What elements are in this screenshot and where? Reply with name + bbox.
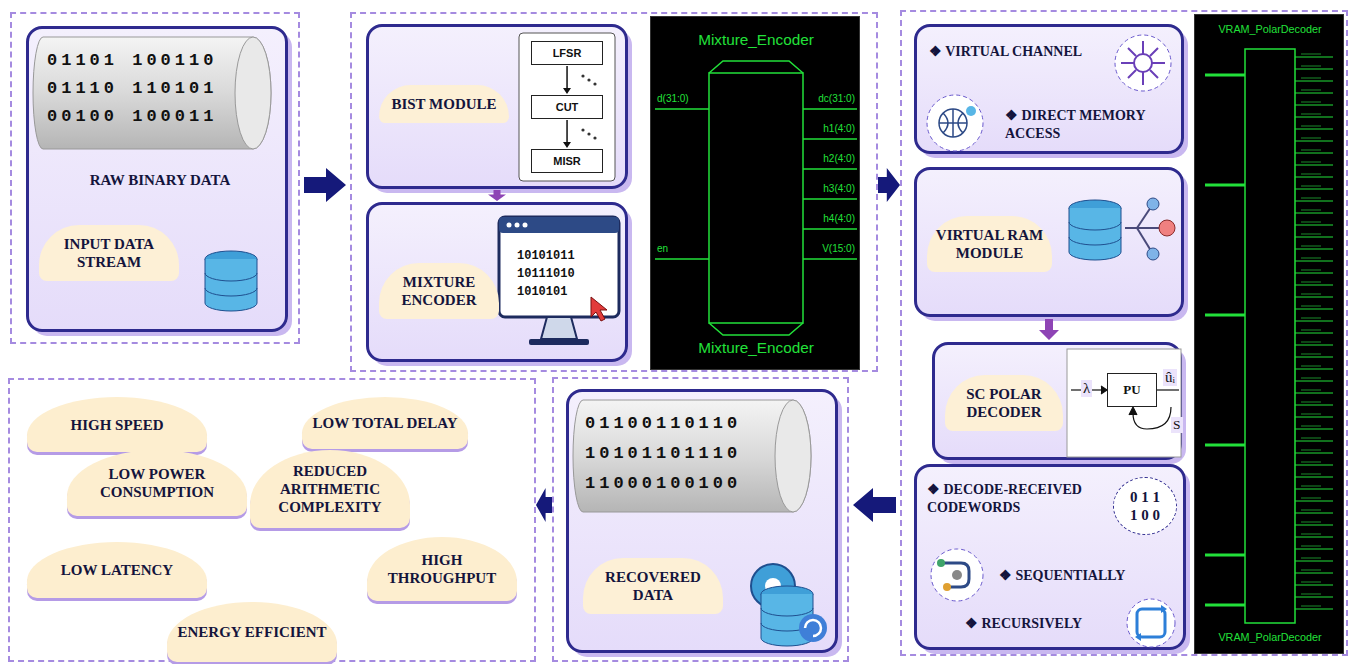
flow-arrow — [853, 488, 896, 522]
node-text: LOW POWER CONSUMPTION — [77, 465, 237, 501]
label-text: h4(4:0) — [801, 213, 855, 224]
node-text: Mixture_Encoder — [651, 31, 861, 49]
label-text: 10111010 — [517, 267, 575, 281]
label-text: h1(4:0) — [801, 123, 855, 134]
module-card: ❖ DECODE-RECEIVED CODEWORDS ❖ SEQUENTIALL… — [914, 464, 1186, 650]
label-text: V(15:0) — [801, 243, 855, 254]
node-text: 01110 110101 — [47, 79, 267, 98]
node-text: ❖ RECURSIVELY — [965, 615, 1115, 633]
node-text: 01101 100110 — [47, 51, 267, 70]
illustration — [651, 17, 861, 371]
node-text: 00100 100011 — [47, 107, 267, 126]
label-text: en — [657, 243, 668, 254]
stage-panel: 01100110110 10101101110 11000100100RECOVER… — [552, 377, 849, 662]
node-text: HIGH SPEED — [71, 416, 164, 434]
label-text: d(31:0) — [657, 93, 689, 104]
module-card: 01100110110 10101101110 11000100100RECOVER… — [566, 389, 838, 653]
register-box: MISR — [531, 149, 603, 173]
processing-unit-box: PU — [1107, 373, 1157, 407]
node-text: ❖ DIRECT MEMORY ACCESS — [1005, 107, 1177, 142]
node-text: LOW TOTAL DELAY — [312, 414, 457, 432]
flow-arrow — [563, 120, 571, 148]
flow-arrow — [536, 488, 552, 522]
node-text: RAW BINARY DATA — [49, 171, 271, 189]
node-text: 10101101110 — [585, 444, 805, 463]
stage-panel: 01101 100110 01110 110101 00100 100011RAW … — [10, 12, 300, 344]
register-box: CUT — [531, 95, 603, 119]
node-text: Mixture_Encoder — [651, 339, 861, 357]
codeword-circle: 0 1 11 0 0 — [1113, 477, 1177, 535]
module-card: 01101 100110 01110 110101 00100 100011RAW … — [26, 26, 288, 332]
flow-arrow — [563, 66, 571, 94]
node-text: VRAM_PolarDecoder — [1195, 23, 1345, 35]
label-text: 10101011 — [517, 249, 575, 263]
stage-panel: ❖ VIRTUAL CHANNEL ❖ DIRECT MEMORY ACCESS V… — [900, 10, 1348, 656]
node-text: 1 0 0 — [1130, 506, 1160, 524]
label-text: S — [1171, 417, 1183, 433]
register-box: LFSR — [531, 41, 603, 65]
stage-panel: BIST MODULE LFSR CUT MISR MIXTURE ENCODER 101… — [350, 12, 878, 372]
result-bubble: REDUCED ARITHMETIC COMPLEXITY — [250, 450, 410, 528]
node-text: LFSR — [553, 47, 582, 59]
flow-arrow — [878, 168, 900, 202]
result-bubble: LOW POWER CONSUMPTION — [67, 450, 247, 516]
result-bubble: HIGH THROUGHPUT — [367, 537, 517, 601]
module-card: ❖ VIRTUAL CHANNEL ❖ DIRECT MEMORY ACCESS — [914, 24, 1184, 154]
node-text: PU — [1123, 382, 1140, 398]
schematic-block: VRAM_PolarDecoderVRAM_PolarDecoder — [1194, 14, 1344, 654]
node-text: INPUT DATA STREAM — [39, 225, 179, 281]
node-text: BIST MODULE — [379, 85, 509, 123]
node-text: ❖ VIRTUAL CHANNEL — [929, 43, 1104, 61]
stage-panel: HIGH SPEED LOW TOTAL DELAY LOW POWER CONSU… — [8, 378, 536, 662]
node-text: CUT — [556, 101, 579, 113]
node-text: ❖ DECODE-RECEIVED CODEWORDS — [927, 481, 1107, 516]
module-card: BIST MODULE LFSR CUT MISR — [366, 24, 628, 189]
label-text: ûᵢ — [1163, 369, 1177, 386]
schematic-block: Mixture_EncoderMixture_Encoderd(31:0)end… — [650, 16, 860, 370]
label-text: h2(4:0) — [801, 153, 855, 164]
node-text: SC POLAR DECODER — [945, 375, 1063, 431]
label-text: λ — [1081, 380, 1092, 397]
label-text: h3(4:0) — [801, 183, 855, 194]
result-bubble: ENERGY EFFICIENT — [167, 602, 337, 662]
node-text: VRAM_PolarDecoder — [1195, 631, 1345, 643]
result-bubble: LOW TOTAL DELAY — [302, 397, 468, 449]
node-text: RECOVERED DATA — [583, 558, 723, 614]
node-text: 0 1 1 — [1130, 488, 1160, 506]
module-card: SC POLAR DECODER PU λ ûᵢS — [932, 342, 1182, 460]
node-text: ENERGY EFFICIENT — [177, 623, 326, 641]
module-card: VIRTUAL RAM MODULE — [914, 167, 1184, 317]
node-text: ❖ SEQUENTIALLY — [999, 567, 1179, 585]
result-bubble: HIGH SPEED — [27, 397, 207, 452]
flow-arrow — [488, 190, 506, 201]
module-card: MIXTURE ENCODER 10101011 10111010 1010101 — [366, 202, 628, 362]
node-text: MIXTURE ENCODER — [379, 263, 499, 319]
node-text: LOW LATENCY — [61, 561, 173, 579]
flow-arrow — [1039, 319, 1059, 340]
label-text: dc(31:0) — [801, 93, 855, 104]
result-bubble: LOW LATENCY — [27, 542, 207, 598]
node-text: 11000100100 — [585, 474, 805, 493]
node-text: 01100110110 — [585, 414, 805, 433]
flow-arrow — [304, 168, 346, 202]
node-text: VIRTUAL RAM MODULE — [927, 216, 1052, 272]
label-text: 1010101 — [517, 285, 567, 299]
node-text: HIGH THROUGHPUT — [377, 551, 507, 587]
illustration — [1195, 15, 1345, 655]
node-text: MISR — [553, 155, 581, 167]
node-text: REDUCED ARITHMETIC COMPLEXITY — [260, 462, 400, 516]
